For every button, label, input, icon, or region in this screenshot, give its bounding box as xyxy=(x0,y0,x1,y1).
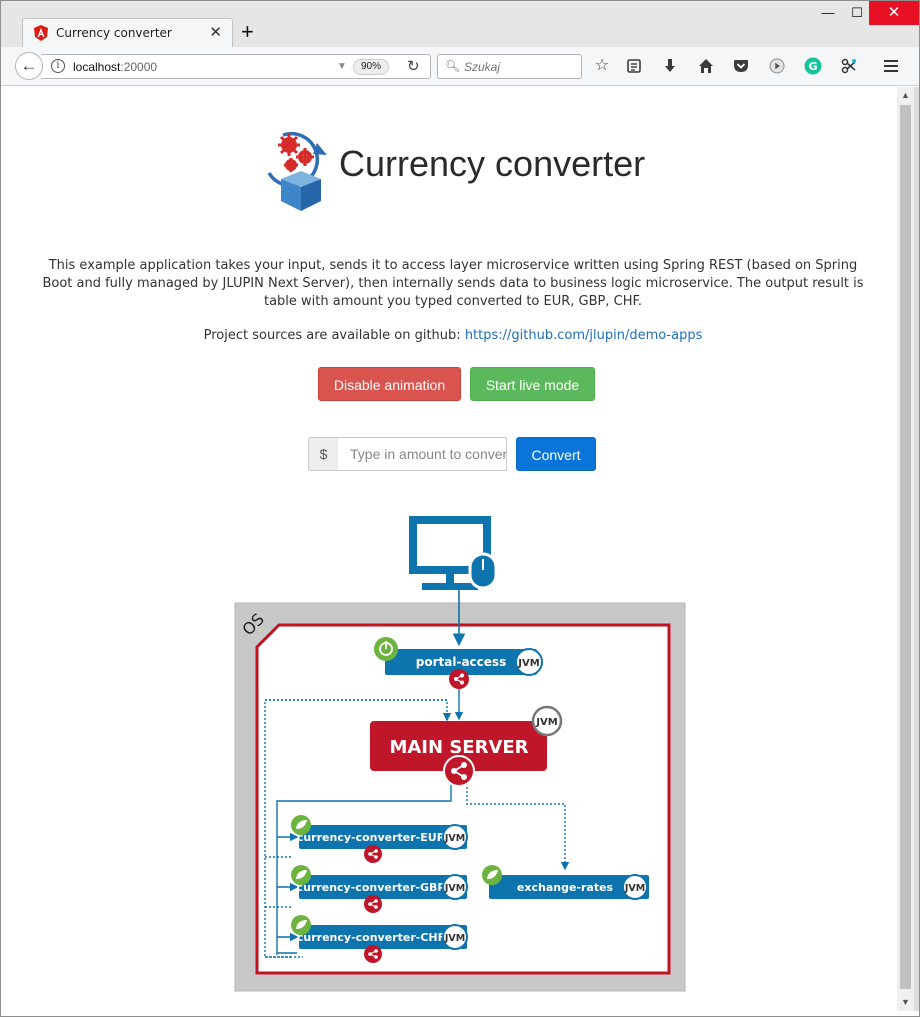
exchange-jvm-badge: JVM xyxy=(624,883,645,894)
eur-label: currency-converter-EUR xyxy=(297,831,446,844)
amount-input[interactable] xyxy=(338,437,507,471)
disable-animation-button[interactable]: Disable animation xyxy=(318,367,461,401)
description-text: This example application takes your inpu… xyxy=(42,258,864,309)
exchange-rates-label: exchange-rates xyxy=(517,881,614,894)
main-server-label: MAIN SERVER xyxy=(389,737,528,758)
start-live-mode-button[interactable]: Start live mode xyxy=(470,367,595,401)
exchange-rates-node: exchange-rates JVM xyxy=(482,865,649,900)
search-bar[interactable]: 🔍︎ Szukaj xyxy=(437,54,582,79)
portal-access-label: portal-access xyxy=(416,655,506,669)
sources-line: Project sources are available on github:… xyxy=(9,328,897,343)
page-title: Currency converter xyxy=(339,143,646,184)
star-icon[interactable]: ☆ xyxy=(594,57,610,74)
maximize-button[interactable]: ☐ xyxy=(851,5,863,20)
title-bar: Currency converter ✕ + — ☐ ✕ xyxy=(1,1,919,47)
sources-prefix: Project sources are available on github: xyxy=(203,328,461,343)
reader-icon[interactable] xyxy=(623,55,645,77)
angular-icon xyxy=(34,25,48,41)
currency-converter-chf-node: currency-converter-CHF JVM xyxy=(291,915,468,963)
tab-title: Currency converter xyxy=(56,26,172,40)
currency-converter-eur-node: currency-converter-EUR JVM xyxy=(291,815,468,863)
tab-currency-converter[interactable]: Currency converter ✕ xyxy=(22,18,233,47)
minimize-button[interactable]: — xyxy=(821,5,835,20)
back-button[interactable]: ← xyxy=(15,52,43,80)
close-window-button[interactable]: ✕ xyxy=(869,1,919,25)
chf-label: currency-converter-CHF xyxy=(297,931,445,944)
reload-icon[interactable]: ↻ xyxy=(407,58,420,75)
tab-close-icon[interactable]: ✕ xyxy=(209,24,222,41)
back-arrow-icon: ← xyxy=(20,56,38,75)
chf-jvm-badge: JVM xyxy=(444,933,465,944)
pocket-icon[interactable] xyxy=(730,55,752,77)
main-server-jvm-badge: JVM xyxy=(535,717,557,728)
vertical-scrollbar[interactable]: ▲ ▼ xyxy=(897,87,914,1011)
grammarly-icon[interactable]: G xyxy=(802,55,824,77)
scroll-up-icon[interactable]: ▲ xyxy=(901,90,910,100)
gbp-jvm-badge: JVM xyxy=(444,883,465,894)
currency-addon: $ xyxy=(308,437,339,471)
page-viewport: Currency converter This example applicat… xyxy=(9,87,897,1011)
svg-text:G: G xyxy=(808,60,817,73)
extension-icon[interactable] xyxy=(838,55,860,77)
window-edge xyxy=(914,87,919,1011)
url-host: localhost xyxy=(73,60,121,74)
url-text: localhost:20000 xyxy=(73,60,157,74)
url-dropdown-icon[interactable]: ▼ xyxy=(337,61,347,72)
download-icon[interactable] xyxy=(659,55,681,77)
search-icon: 🔍︎ xyxy=(445,59,461,73)
url-bar[interactable]: i localhost:20000 ▼ 90% ↻ xyxy=(41,54,431,79)
play-icon[interactable] xyxy=(766,55,788,77)
convert-button[interactable]: Convert xyxy=(516,437,596,471)
monitor-icon xyxy=(409,516,498,590)
portal-jvm-badge: JVM xyxy=(517,658,539,669)
home-icon[interactable] xyxy=(695,55,717,77)
portal-access-node: portal-access JVM xyxy=(374,637,543,689)
currency-converter-gbp-node: currency-converter-GBP JVM xyxy=(291,865,468,913)
new-tab-button[interactable]: + xyxy=(241,19,254,44)
menu-icon[interactable] xyxy=(880,55,902,77)
app-logo-icon xyxy=(267,131,327,211)
url-port: :20000 xyxy=(120,60,158,74)
architecture-diagram: OS po xyxy=(234,516,686,992)
scrollbar-thumb[interactable] xyxy=(900,105,911,989)
main-server-node: MAIN SERVER JVM xyxy=(370,705,563,787)
scroll-down-icon[interactable]: ▼ xyxy=(901,997,910,1007)
github-link[interactable]: https://github.com/jlupin/demo-apps xyxy=(464,328,703,343)
gbp-label: currency-converter-GBP xyxy=(297,881,446,894)
search-placeholder: Szukaj xyxy=(464,60,501,74)
nav-toolbar: i localhost:20000 ▼ 90% ↻ ← 🔍︎ Szukaj ☆ … xyxy=(1,47,919,86)
eur-jvm-badge: JVM xyxy=(444,833,465,844)
info-icon[interactable]: i xyxy=(51,59,65,73)
zoom-indicator[interactable]: 90% xyxy=(353,59,389,75)
